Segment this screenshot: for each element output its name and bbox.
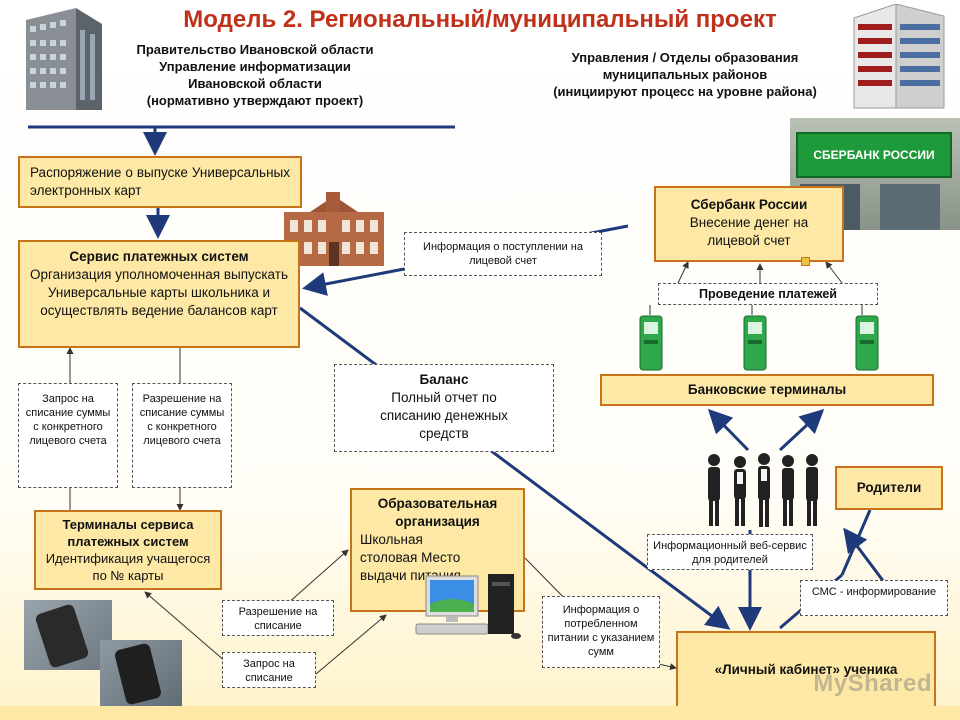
balance-title: Баланс [419, 372, 469, 387]
brick-building-icon [284, 192, 384, 266]
header-right-line: Управления / Отделы образования [571, 50, 799, 65]
terminals-title: Терминалы сервиса платежных систем [62, 517, 194, 549]
header-left-line: Управление информатизации [159, 59, 351, 74]
office-building-left-icon [26, 8, 102, 110]
page-title: Модель 2. Региональный/муниципальный про… [183, 6, 777, 33]
payment-service-text: Организация уполномоченная выпускать Уни… [30, 267, 288, 318]
watermark: MyShared [813, 670, 932, 697]
balance-text: Полный отчет по списанию денежных средст… [380, 390, 508, 441]
account-info-note: Информация о поступлении на лицевой счет [404, 232, 602, 276]
debit-request-amount-note: Запрос на списание суммы с конкретного л… [18, 383, 118, 488]
header-right: Управления / Отделы образования муниципа… [520, 49, 850, 100]
header-left-line: Правительство Ивановской области [136, 42, 374, 57]
header-right-line: муниципальных районов [602, 67, 768, 82]
atm-terminal-icon [639, 315, 663, 371]
decree-box: Распоряжение о выпуске Универсальных эле… [18, 156, 302, 208]
balance-box: Баланс Полный отчет по списанию денежных… [334, 364, 554, 452]
office-building-right-icon [853, 4, 945, 109]
bank-terminals-box: Банковские терминалы [600, 374, 934, 406]
computer-icon [415, 574, 521, 639]
payments-note: Проведение платежей [658, 283, 878, 305]
header-left: Правительство Ивановской области Управле… [110, 41, 400, 109]
header-left-line: Ивановской области [188, 76, 322, 91]
payment-service-title: Сервис платежных систем [69, 249, 249, 264]
bottom-bar [0, 706, 960, 720]
atm-terminal-icon [855, 315, 879, 371]
parents-box: Родители [835, 466, 943, 510]
web-service-note: Информационный веб-сервис для родителей [647, 534, 813, 570]
header-left-line: (нормативно утверждают проект) [146, 93, 364, 108]
edu-org-title: Образовательная организация [377, 496, 498, 529]
debit-request-note: Запрос на списание [222, 652, 316, 688]
atm-terminal-icon [743, 315, 767, 371]
terminals-box: Терминалы сервиса платежных систем Идент… [34, 510, 222, 590]
student-cabinet-box: «Личный кабинет» ученика [676, 631, 936, 711]
sberbank-text: Внесение денег на лицевой счет [689, 215, 809, 248]
terminals-text: Идентификация учащегося по № карты [45, 551, 211, 583]
consumption-info-note: Информация о потребленном питании с указ… [542, 596, 660, 668]
people-group-icon [708, 453, 818, 527]
connector-dot [801, 257, 810, 266]
debit-permit-note: Разрешение на списание [222, 600, 334, 636]
debit-permit-amount-note: Разрешение на списание суммы с конкретно… [132, 383, 232, 488]
sberbank-sign: СБЕРБАНК РОССИИ [796, 132, 952, 178]
sberbank-title: Сбербанк России [690, 197, 808, 212]
card-terminal-photo [24, 600, 112, 670]
payment-service-box: Сервис платежных систем Организация упол… [18, 240, 300, 348]
sms-note: СМС - информирование [800, 580, 948, 616]
header-right-line: (инициируют процесс на уровне района) [553, 84, 817, 99]
card-terminal-photo [100, 640, 182, 712]
sberbank-box: Сбербанк России Внесение денег на лицево… [654, 186, 844, 262]
